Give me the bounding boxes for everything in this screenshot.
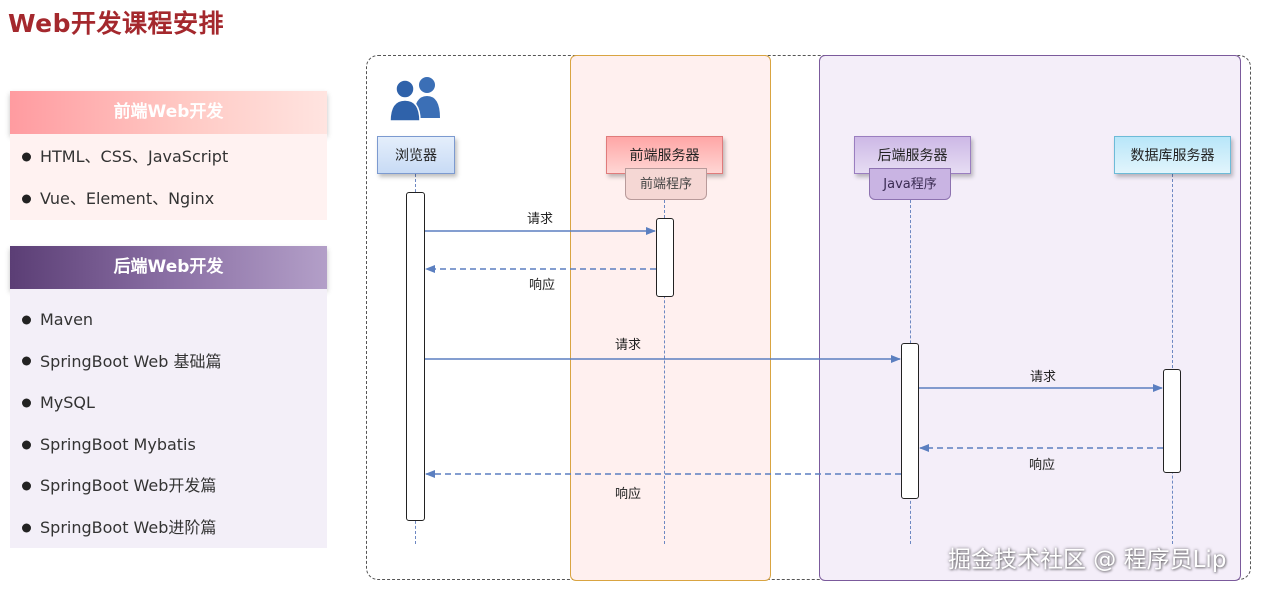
course-item: HTML、CSS、JavaScript: [10, 136, 327, 178]
database-server-actor: 数据库服务器: [1114, 136, 1231, 174]
frontend-course-panel: 前端Web开发 HTML、CSS、JavaScript Vue、Element、…: [10, 91, 327, 220]
database-server-activation-bar: [1163, 369, 1181, 473]
browser-actor: 浏览器: [377, 136, 455, 174]
message-label: 请求: [1030, 370, 1057, 385]
message-label: 响应: [615, 487, 642, 502]
backend-server-activation-bar: [901, 343, 919, 499]
course-item: Maven: [10, 299, 327, 341]
message-label: 响应: [1029, 458, 1056, 473]
watermark: 掘金技术社区 @ 程序员Lip: [948, 547, 1227, 573]
browser-activation-bar: [406, 192, 425, 521]
backend-panel-body: Maven SpringBoot Web 基础篇 MySQL SpringBoo…: [10, 289, 327, 548]
course-item: Vue、Element、Nginx: [10, 178, 327, 220]
page-title: Web开发课程安排: [8, 9, 225, 38]
message-label: 响应: [529, 278, 556, 293]
frontend-panel-header: 前端Web开发: [10, 91, 327, 134]
course-item: SpringBoot Web 基础篇: [10, 341, 327, 383]
frontend-zone: [570, 55, 771, 581]
backend-server-actor: 后端服务器: [854, 136, 971, 174]
users-icon: [389, 77, 440, 122]
backend-panel-header: 后端Web开发: [10, 246, 327, 289]
course-item: SpringBoot Web开发篇: [10, 465, 327, 507]
frontend-server-lifeline: [664, 200, 665, 544]
message-label: 请求: [615, 338, 642, 353]
frontend-server-actor: 前端服务器: [606, 136, 723, 174]
course-item: SpringBoot Mybatis: [10, 424, 327, 466]
frontend-program-tag: 前端程序: [625, 168, 707, 200]
database-server-lifeline: [1172, 174, 1173, 544]
java-program-tag: Java程序: [869, 168, 951, 200]
backend-course-panel: 后端Web开发 Maven SpringBoot Web 基础篇 MySQL S…: [10, 246, 327, 548]
sequence-diagram-frame: [366, 55, 1251, 580]
frontend-panel-body: HTML、CSS、JavaScript Vue、Element、Nginx: [10, 134, 327, 220]
course-item: MySQL: [10, 382, 327, 424]
frontend-server-activation-bar: [656, 218, 674, 297]
course-item: SpringBoot Web进阶篇: [10, 507, 327, 549]
message-label: 请求: [527, 212, 554, 227]
